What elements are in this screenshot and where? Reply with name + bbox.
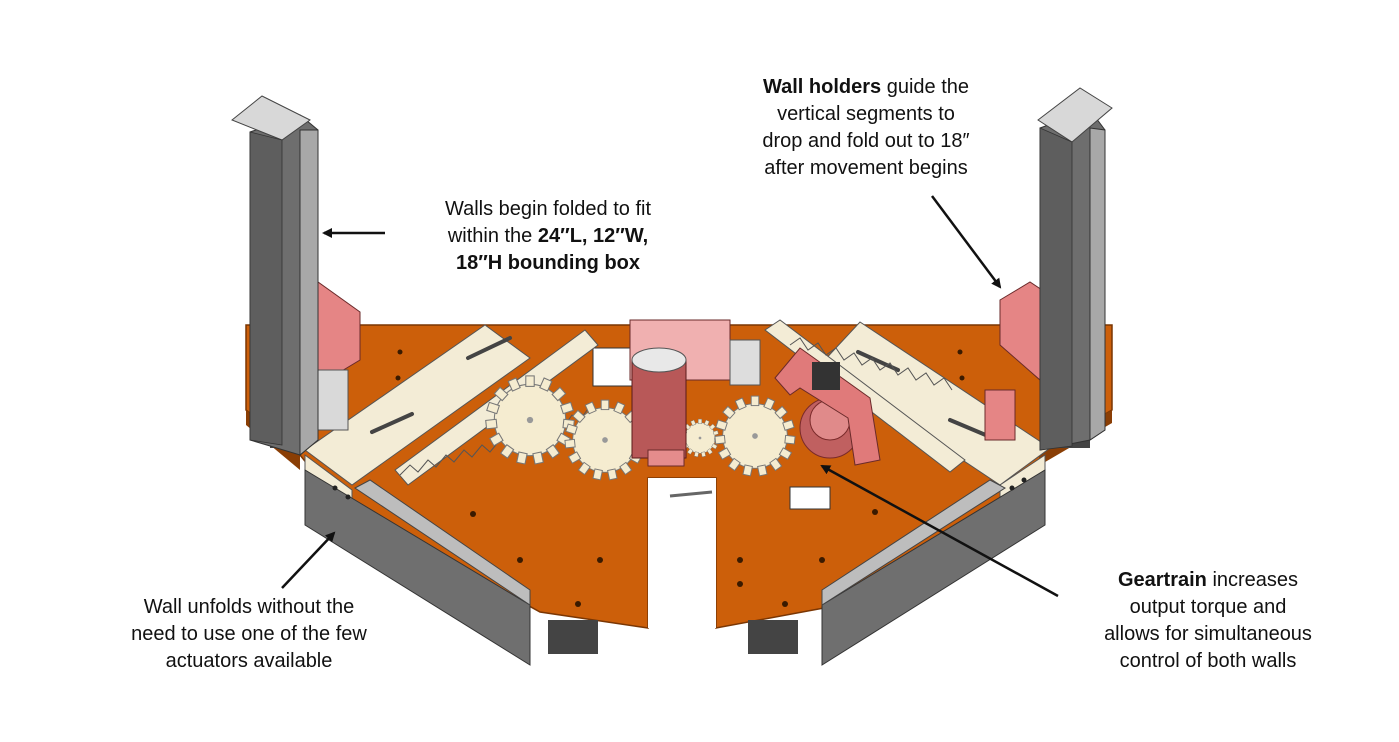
callout-line: vertical segments to (777, 103, 955, 125)
callout-line: Wall unfolds without the (143, 596, 355, 618)
motor (629, 319, 761, 467)
callout-line: 18″H bounding box (392, 250, 704, 277)
callout-text: increases (1206, 569, 1299, 591)
callout-line: Geartrain increases (1058, 567, 1358, 594)
callout-bold-text: Geartrain (1117, 569, 1207, 591)
right-vertical-wall (984, 87, 1113, 451)
callout-bold-text: 24″L, 12″W, (537, 225, 649, 247)
callout-line: drop and fold out to 18″ (762, 130, 970, 152)
callout-text: guide the (881, 76, 970, 98)
arrow-down-left-icon (820, 464, 1059, 598)
callout-line: control of both walls (1119, 650, 1297, 672)
callout-line: need to use one of the few (131, 623, 367, 645)
callout-line: after movement begins (764, 157, 968, 179)
callout-line: actuators available (165, 650, 333, 672)
callout-folded-walls: Walls begin folded to fit within the 24″… (392, 196, 704, 277)
arrow-down-right-icon (930, 195, 1002, 289)
right-front-wall (821, 454, 1046, 666)
callout-line: Wall holders guide the (716, 74, 1016, 101)
arrow-up-left-icon (281, 531, 336, 589)
callout-line: within the 24″L, 12″W, (392, 223, 704, 250)
callout-line: Walls begin folded to fit (444, 198, 652, 220)
bearing-bracket (774, 347, 881, 466)
callout-bold-text: 18″H bounding box (455, 252, 640, 274)
callout-wall-unfolds: Wall unfolds without the need to use one… (90, 594, 408, 675)
left-vertical-wall (231, 95, 361, 457)
callout-text: within the (447, 225, 538, 247)
callout-wall-holders: Wall holders guide the vertical segments… (716, 74, 1016, 182)
callout-line: allows for simultaneous (1104, 623, 1312, 645)
left-front-wall (304, 454, 531, 666)
callout-geartrain: Geartrain increases output torque and al… (1058, 567, 1358, 675)
callout-line: output torque and (1129, 596, 1287, 618)
callout-bold-text: Wall holders (762, 76, 882, 98)
